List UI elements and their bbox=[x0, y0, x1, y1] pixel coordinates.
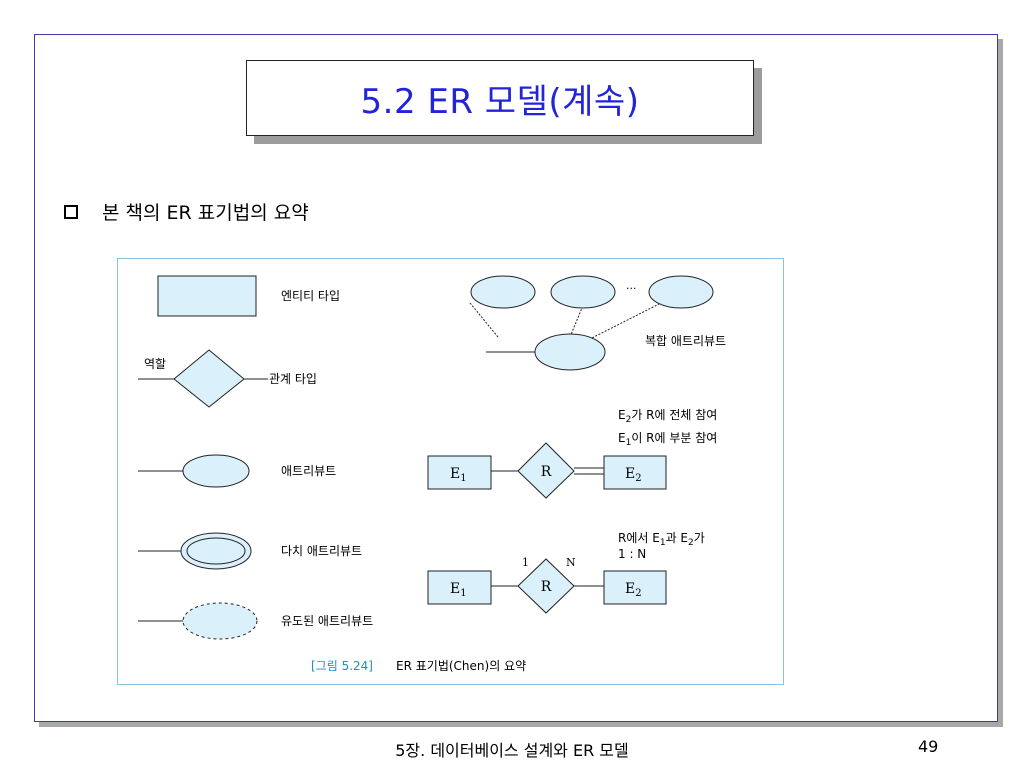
cardinality-note-line2: 1 : N bbox=[618, 547, 646, 561]
derived-attribute-label: 유도된 애트리뷰트 bbox=[281, 614, 373, 628]
role-label: 역할 bbox=[144, 357, 166, 371]
entity-type-symbol bbox=[157, 275, 257, 317]
attribute-symbol bbox=[182, 454, 250, 488]
relationship-type-label: 관계 타입 bbox=[269, 372, 317, 386]
figure-caption-ref: [그림 5.24] bbox=[311, 659, 373, 673]
relationship-type-symbol bbox=[173, 349, 245, 408]
component-attribute-2 bbox=[550, 275, 616, 309]
entity-e2-participation bbox=[603, 455, 667, 490]
component-attribute-3 bbox=[648, 275, 714, 309]
entity-e1-participation-label: E1 bbox=[450, 466, 467, 484]
relationship-r-participation bbox=[517, 442, 575, 499]
composite-link-2 bbox=[569, 302, 585, 338]
entity-e1-participation bbox=[427, 455, 492, 490]
multivalued-attribute-inner bbox=[186, 537, 246, 565]
er-notation-svg: 엔티티 타입 역할 관계 타입 애트리뷰트 다치 애트리뷰트 유도된 애트리뷰트… bbox=[138, 275, 726, 673]
cardinality-one-label: 1 bbox=[522, 556, 529, 569]
composite-attribute-symbol bbox=[534, 333, 606, 371]
figure-caption-text: ER 표기법(Chen)의 요약 bbox=[396, 658, 526, 673]
bullet-text: 본 책의 ER 표기법의 요약 bbox=[102, 202, 309, 224]
participation-note-line2: E1이 R에 부분 참여 bbox=[618, 431, 717, 448]
cardinality-n-label: N bbox=[566, 556, 576, 569]
slide-title: 5.2 ER 모델(계속) bbox=[360, 81, 640, 122]
component-attribute-1 bbox=[470, 275, 536, 309]
square-bullet-icon bbox=[64, 204, 78, 219]
participation-note-line1: E2가 R에 전체 참여 bbox=[618, 408, 717, 425]
relationship-r-cardinality-label: R bbox=[541, 579, 552, 595]
er-notation-diagram: 엔티티 타입 역할 관계 타입 애트리뷰트 다치 애트리뷰트 유도된 애트리뷰트… bbox=[117, 258, 784, 685]
composite-attribute-label: 복합 애트리뷰트 bbox=[645, 334, 726, 348]
composite-link-1 bbox=[469, 302, 499, 338]
entity-e1-cardinality bbox=[427, 570, 492, 605]
cardinality-note-line1: R에서 E1과 E2가 bbox=[618, 531, 705, 548]
ellipsis-label: ··· bbox=[626, 282, 637, 295]
composite-link-3 bbox=[585, 302, 662, 342]
entity-e2-cardinality bbox=[603, 570, 667, 605]
footer-page-number: 49 bbox=[918, 737, 939, 756]
multivalued-attribute-label: 다치 애트리뷰트 bbox=[281, 544, 362, 558]
slide-title-box: 5.2 ER 모델(계속) bbox=[246, 60, 754, 136]
entity-e1-cardinality-label: E1 bbox=[450, 581, 467, 599]
attribute-label: 애트리뷰트 bbox=[281, 464, 336, 478]
entity-e2-participation-label: E2 bbox=[625, 466, 642, 484]
relationship-r-participation-label: R bbox=[541, 464, 552, 480]
entity-type-label: 엔티티 타입 bbox=[281, 289, 340, 303]
footer-chapter: 5장. 데이터베이스 설계와 ER 모델 bbox=[395, 741, 629, 760]
bullet-item: 본 책의 ER 표기법의 요약 bbox=[64, 198, 309, 225]
derived-attribute-symbol bbox=[182, 602, 258, 640]
entity-e2-cardinality-label: E2 bbox=[625, 581, 642, 599]
